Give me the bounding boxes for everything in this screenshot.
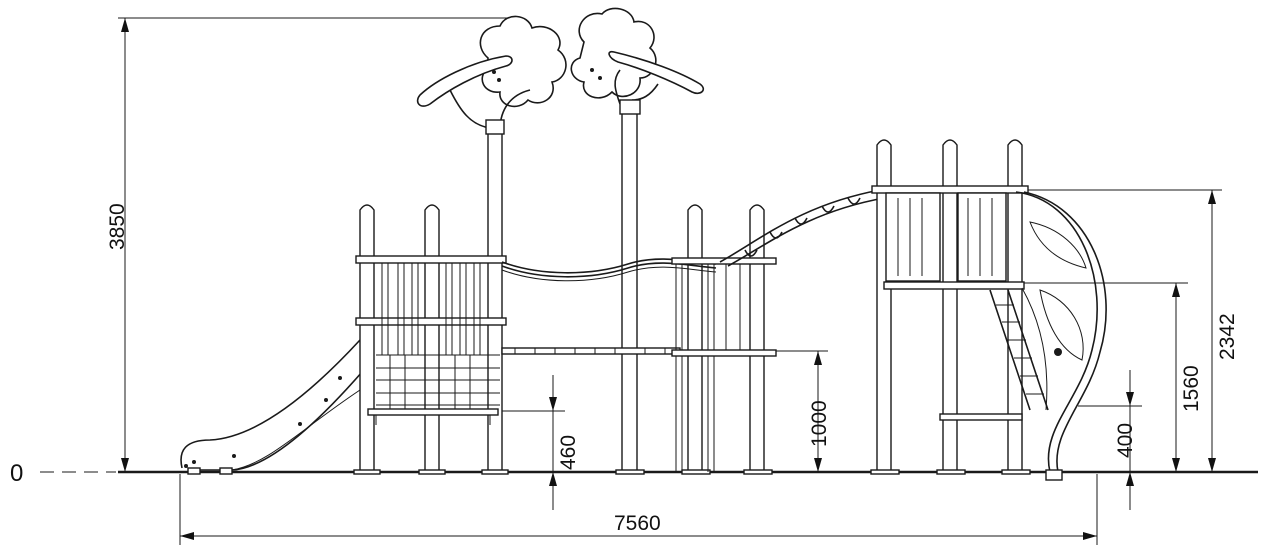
canopy-right <box>570 7 705 115</box>
slide-platform-height-dimension <box>500 375 565 510</box>
bridge-height-label: 1000 <box>808 400 831 447</box>
tower-platform-height-label: 1560 <box>1180 365 1203 412</box>
tower-height-dimension <box>1010 189 1222 472</box>
climber-step-height-dimension <box>1078 370 1142 510</box>
total-height-dimension <box>118 17 510 472</box>
tower-height-label: 2342 <box>1216 313 1239 360</box>
canopy-left <box>416 15 567 135</box>
total-length-label: 7560 <box>614 512 661 535</box>
right-tower <box>870 139 1107 481</box>
total-height-label: 3850 <box>106 203 129 250</box>
climber-step-height-label: 400 <box>1114 423 1137 458</box>
ground-level-label: 0 <box>10 460 23 487</box>
left-tower <box>353 129 509 475</box>
slide-platform-height-label: 460 <box>557 435 580 470</box>
rope-bridge <box>501 109 777 475</box>
total-length-dimension <box>179 474 1098 545</box>
arch-ladder <box>719 189 885 267</box>
slide <box>180 339 367 475</box>
